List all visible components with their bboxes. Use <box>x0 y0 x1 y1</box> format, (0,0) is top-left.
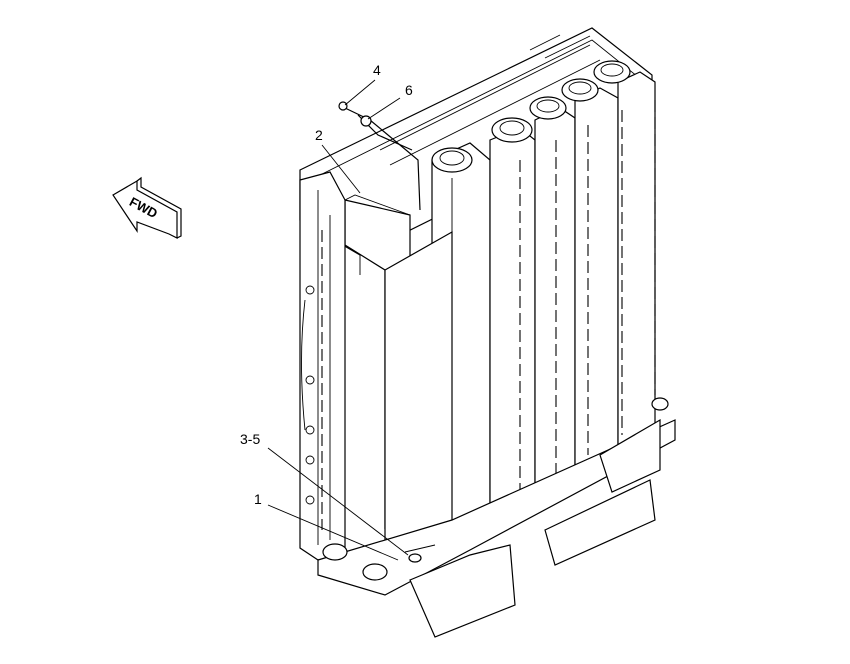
callout-3-5: 3-5 <box>240 431 260 447</box>
callout-1: 1 <box>254 491 262 507</box>
cooler-cap-1 <box>431 147 473 173</box>
callout-2: 2 <box>315 127 323 143</box>
cooler-section-5 <box>593 60 656 450</box>
callout-6: 6 <box>405 82 413 98</box>
cooler-section-3 <box>529 96 576 492</box>
leader-lines <box>267 79 409 561</box>
isolator-left <box>322 543 348 561</box>
mount-bolt <box>408 553 422 563</box>
radiator-core <box>344 194 453 556</box>
bottom-base <box>317 397 676 638</box>
callout-4: 4 <box>373 62 381 78</box>
cooler-section-2 <box>489 117 536 511</box>
fwd-arrow: FWD <box>112 176 182 239</box>
nut-item-4 <box>338 101 348 111</box>
side-frame <box>299 171 346 561</box>
cooler-cap-2 <box>491 117 533 143</box>
isolator-rear <box>651 397 669 411</box>
isolator-right <box>362 563 388 581</box>
